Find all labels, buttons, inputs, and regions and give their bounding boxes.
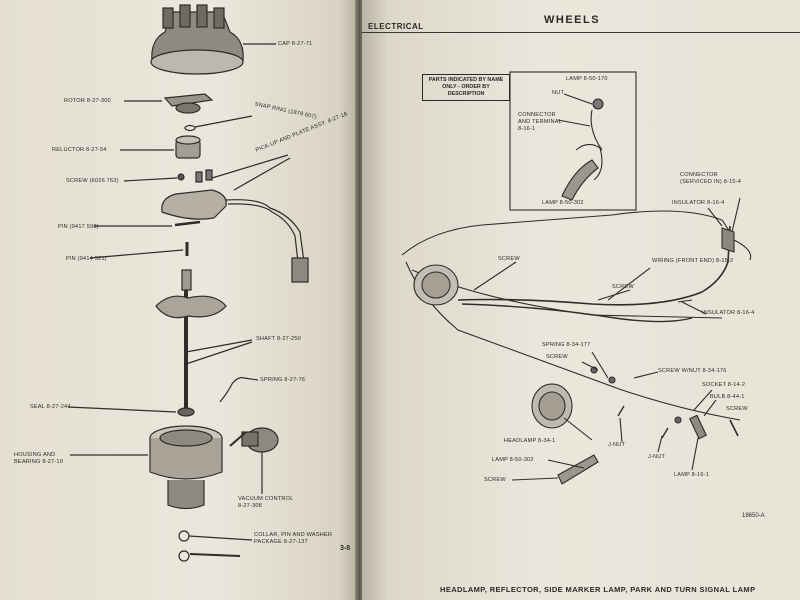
- label-screw-w-nut: SCREW W/NUT 8-34-176: [658, 368, 727, 374]
- page-title: WHEELS: [544, 14, 601, 26]
- label-housing: HOUSING AND BEARING 8-27-10: [14, 452, 64, 465]
- label-rotor: ROTOR 8-27-300: [64, 98, 111, 104]
- label-spring: SPRING 8-34-177: [542, 342, 591, 348]
- label-reluctor: RELUCTOR 8-27-54: [52, 147, 107, 153]
- right-page: ELECTRICAL WHEELS PARTS INDICATED BY NAM…: [362, 0, 800, 600]
- label-socket: SOCKET 8-14-2: [702, 382, 746, 388]
- label-vacuum-control: VACUUM CONTROL 8-27-308: [238, 496, 294, 509]
- book-gutter: [355, 0, 364, 600]
- label-screw-d: SCREW: [726, 406, 748, 412]
- label-connector-service: CONNECTOR (SERVICED IN) 8-15-4: [680, 172, 742, 185]
- section-header: ELECTRICAL: [368, 22, 424, 31]
- distributor-diagram: [67, 4, 309, 562]
- label-collar-package: COLLAR, PIN AND WASHER PACKAGE 8-27-137: [254, 532, 333, 545]
- inset-frame: [509, 71, 637, 211]
- label-j-nut-1: J-NUT: [608, 442, 626, 448]
- label-screw-c: SCREW: [546, 354, 568, 360]
- label-cap: CAP 8-27-71: [278, 41, 313, 47]
- headlamp-diagram: [401, 71, 752, 485]
- label-lamp-right: LAMP 8-16-1: [674, 472, 710, 478]
- figure-reference: 18650-A: [742, 513, 765, 519]
- label-bulb: BULB 8-44-1: [710, 394, 745, 400]
- label-lamp-top: LAMP 8-50-170: [566, 76, 608, 82]
- label-seal: SEAL 8-27-244: [30, 404, 71, 410]
- label-headlamp: HEADLAMP 8-34-1: [504, 438, 556, 444]
- label-screw-b: SCREW: [612, 284, 634, 290]
- label-insulator-top: INSULATOR 8-16-4: [672, 200, 725, 206]
- label-lamp-bottom: LAMP 8-50-302: [492, 457, 534, 463]
- left-page: CAP 8-27-71 ROTOR 8-27-300 SNAP RING (18…: [0, 0, 357, 600]
- page-footer-caption: HEADLAMP, REFLECTOR, SIDE MARKER LAMP, P…: [440, 585, 756, 594]
- label-wiring-front-end: WIRING (FRONT END) 8-15-2: [652, 258, 734, 264]
- label-shaft: SHAFT 8-27-250: [256, 336, 301, 342]
- label-nut: NUT: [552, 90, 565, 96]
- label-lamp-inset: LAMP 8-50-302: [542, 200, 584, 206]
- label-j-nut-2: J-NUT: [648, 454, 666, 460]
- label-pin-2: PIN (9414 521): [66, 256, 107, 262]
- header-rule: [362, 32, 800, 33]
- label-screw-e: SCREW: [484, 477, 506, 483]
- label-pin-1: PIN (9417 598): [58, 224, 99, 230]
- left-page-number: 3-8: [340, 545, 351, 552]
- label-screw: SCREW (6026 763): [66, 178, 119, 184]
- label-spring: SPRING 8-27-76: [260, 377, 306, 383]
- label-insulator-mid: INSULATOR 8-16-4: [702, 310, 755, 316]
- label-screw-a: SCREW: [498, 256, 520, 262]
- label-connector-terminal: CONNECTOR AND TERMINAL 8-16-1: [518, 112, 562, 132]
